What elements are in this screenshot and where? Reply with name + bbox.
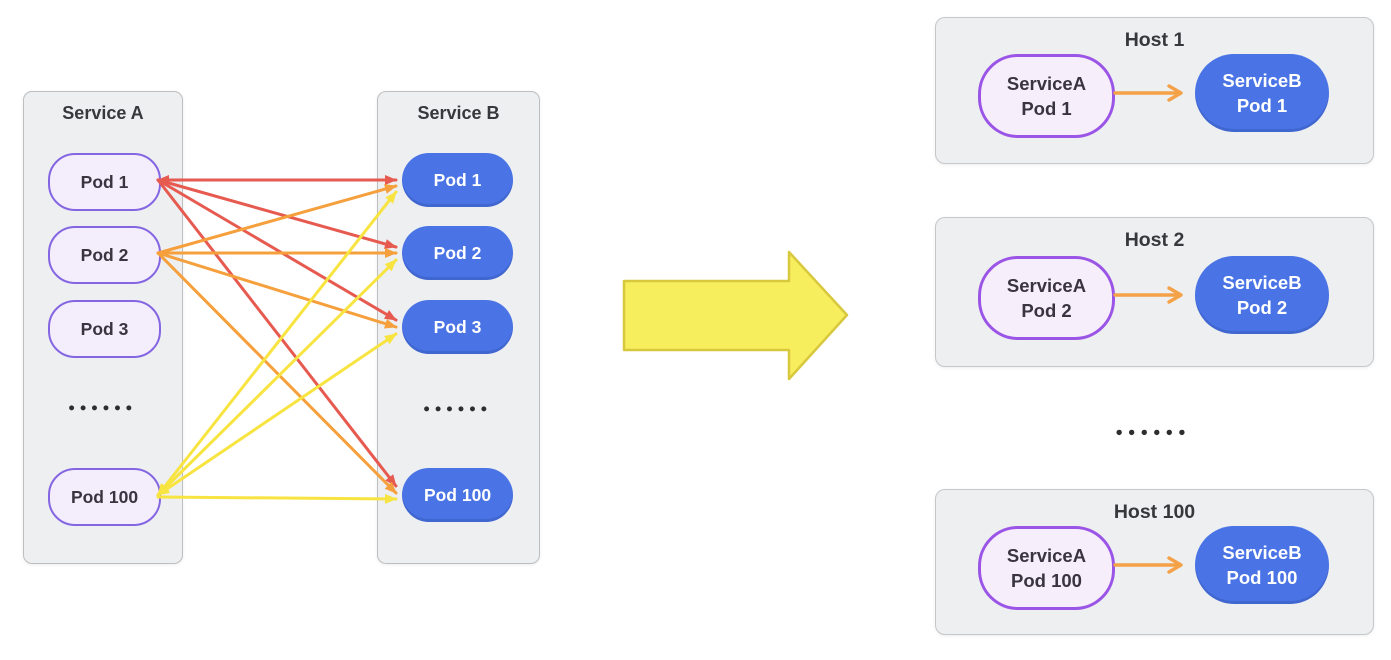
- host-100-title: Host 100: [1113, 501, 1196, 523]
- service-b-ellipsis-dots-icon: ●●●●●●: [423, 403, 492, 415]
- host-card-100: Host 100 ServiceA Pod 100 ServiceB Pod 1…: [935, 489, 1374, 635]
- orange-arrow-icon: [1113, 556, 1183, 574]
- host-pod-label-line1: ServiceA: [1006, 275, 1087, 296]
- orange-arrow-icon: [1113, 286, 1183, 304]
- edge-a1-b3: [156, 178, 398, 322]
- edge-a2-b1: [156, 184, 398, 255]
- block-arrow-right-icon: [622, 250, 849, 381]
- host-pod-label-line1: ServiceA: [1006, 545, 1087, 566]
- host-2-service-b-pod: ServiceB Pod 2: [1195, 256, 1329, 334]
- host-pod-label-line2: Pod 2: [1236, 297, 1288, 318]
- host-pod-label-line2: Pod 100: [1011, 570, 1082, 591]
- service-a-pod-1: Pod 1: [48, 153, 161, 211]
- hosts-ellipsis-dots-icon: ●●●●●●: [1115, 425, 1191, 439]
- edge-a1-b2: [156, 178, 398, 249]
- host-pod-label-line2: Pod 2: [1021, 300, 1072, 321]
- edge-a100-b100: [156, 493, 398, 504]
- host-pod-label-line2: Pod 100: [1226, 567, 1298, 588]
- host-1-title: Host 1: [1124, 29, 1185, 51]
- service-b-pod-2: Pod 2: [402, 226, 513, 280]
- host-pod-label-line1: ServiceB: [1222, 70, 1302, 91]
- edge-a100-b2: [156, 258, 398, 497]
- edge-a2-b3: [156, 251, 398, 329]
- host-pod-label-line1: ServiceB: [1222, 542, 1302, 563]
- host-pod-label-line2: Pod 1: [1021, 98, 1072, 119]
- host-card-1: Host 1 ServiceA Pod 1 ServiceB Pod 1: [935, 17, 1374, 164]
- service-a-pod-100: Pod 100: [48, 468, 161, 526]
- service-a-pod-3: Pod 3: [48, 300, 161, 358]
- host-100-service-a-pod: ServiceA Pod 100: [978, 526, 1115, 610]
- host-100-service-b-pod: ServiceB Pod 100: [1195, 526, 1329, 604]
- host-2-service-a-pod: ServiceA Pod 2: [978, 256, 1115, 340]
- host-pod-label-line1: ServiceA: [1006, 73, 1087, 94]
- service-b-pod-3: Pod 3: [402, 300, 513, 354]
- host-1-service-b-pod: ServiceB Pod 1: [1195, 54, 1329, 132]
- edge-a100-b1: [156, 190, 398, 497]
- host-pod-label-line2: Pod 1: [1236, 95, 1288, 116]
- host-1-service-a-pod: ServiceA Pod 1: [978, 54, 1115, 138]
- service-b-pod-1: Pod 1: [402, 153, 513, 207]
- host-card-2: Host 2 ServiceA Pod 2 ServiceB Pod 2: [935, 217, 1374, 367]
- service-b-title: Service B: [417, 103, 500, 123]
- host-2-title: Host 2: [1124, 229, 1185, 251]
- service-a-ellipsis-dots-icon: ●●●●●●: [68, 402, 137, 414]
- host-pod-label-line1: ServiceB: [1222, 272, 1302, 293]
- edge-a2-b100: [156, 251, 398, 495]
- edge-a1-b100: [156, 178, 398, 488]
- service-b-pod-100: Pod 100: [402, 468, 513, 522]
- edge-a100-b3: [156, 332, 398, 497]
- service-a-pod-2: Pod 2: [48, 226, 161, 284]
- orange-arrow-icon: [1113, 84, 1183, 102]
- service-a-title: Service A: [62, 103, 144, 123]
